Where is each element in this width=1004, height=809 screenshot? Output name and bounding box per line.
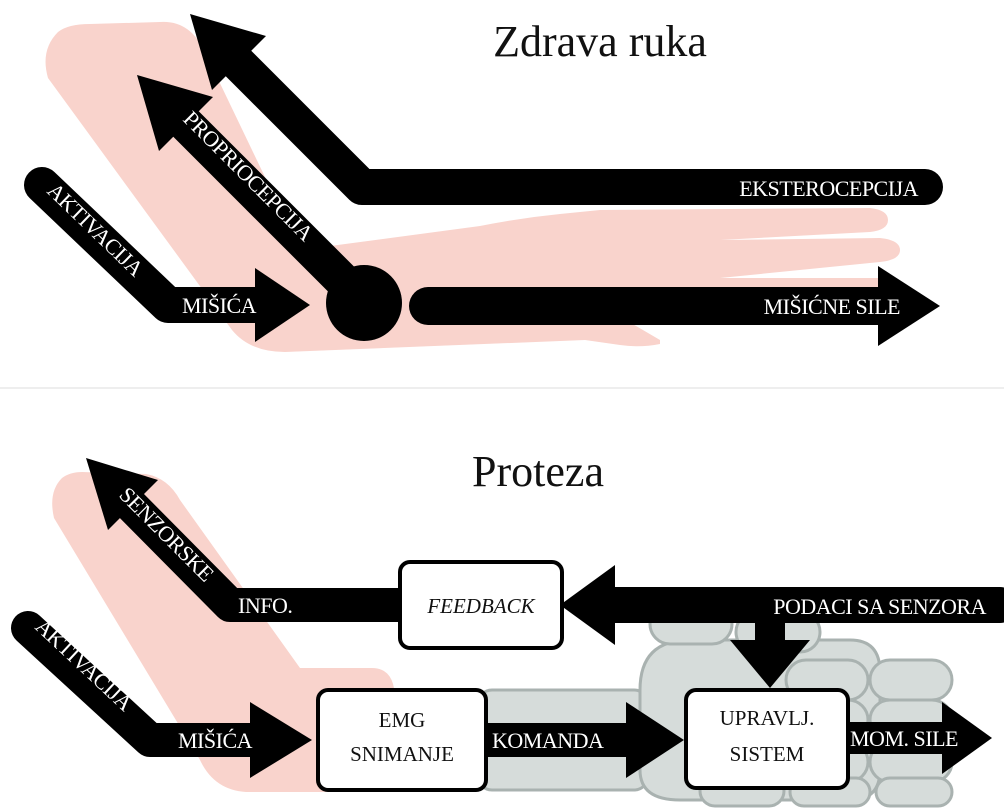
label-muscle-prosthesis: MIŠIĆA	[178, 728, 253, 753]
exteroception-arrowhead	[190, 14, 266, 90]
activation-arrowhead-prosthesis	[250, 702, 312, 778]
prosthesis-title: Proteza	[472, 447, 604, 496]
label-info: INFO.	[238, 593, 292, 618]
label-muscle-forces: MIŠIĆNE SILE	[764, 294, 900, 319]
label-emg-line2: SNIMANJE	[350, 742, 454, 766]
healthy-arm-title: Zdrava ruka	[493, 17, 707, 66]
prosthetic-finger	[874, 776, 954, 808]
activation-arrowhead	[255, 268, 310, 342]
muscle-forces-arrowhead	[878, 266, 940, 346]
activation-arrow	[24, 167, 276, 323]
healthy-arm-silhouette	[45, 21, 901, 352]
activation-arrow-prosthesis	[11, 611, 267, 757]
motor-forces-arrowhead	[942, 702, 992, 774]
proprioception-arrowhead	[137, 75, 213, 151]
label-feedback: FEEDBACK	[426, 594, 535, 618]
label-emg-line1: EMG	[379, 708, 426, 732]
exteroception-arrow	[207, 32, 943, 205]
spinal-junction-dot	[326, 265, 402, 341]
control-system-box: UPRAVLJ. SISTEM	[684, 688, 850, 790]
label-muscle-healthy: MIŠIĆA	[182, 293, 257, 318]
proprioception-arrow	[156, 94, 380, 318]
sensory-info-arrow	[105, 479, 417, 622]
command-arrowhead	[626, 702, 684, 778]
prosthesis-panel: FEEDBACK EMG SNIMANJE UPRAVLJ. SISTEM Pr…	[11, 447, 1004, 808]
label-command: KOMANDA	[492, 728, 604, 753]
emg-recording-box: EMG SNIMANJE	[316, 688, 488, 792]
healthy-arrows	[24, 14, 943, 346]
label-control-line2: SISTEM	[730, 742, 805, 766]
sensory-info-arrowhead	[86, 458, 158, 530]
healthy-arm-panel: Zdrava ruka PROPRIOCEPCIJA EKSTEROCEPCIJ…	[24, 14, 943, 352]
sensor-data-arrowhead	[560, 565, 615, 645]
label-control-line1: UPRAVLJ.	[720, 706, 815, 730]
label-motor-forces: MOM. SILE	[850, 726, 958, 751]
prosthetic-finger	[868, 658, 954, 702]
label-exteroception: EKSTEROCEPCIJA	[739, 176, 918, 201]
label-sensor-data: PODACI SA SENZORA	[773, 594, 986, 619]
residual-limb-silhouette	[52, 472, 395, 792]
sensor-to-control-arrowhead	[730, 640, 810, 688]
feedback-box: FEEDBACK	[398, 560, 564, 650]
prosthesis-arrows	[11, 458, 1004, 778]
